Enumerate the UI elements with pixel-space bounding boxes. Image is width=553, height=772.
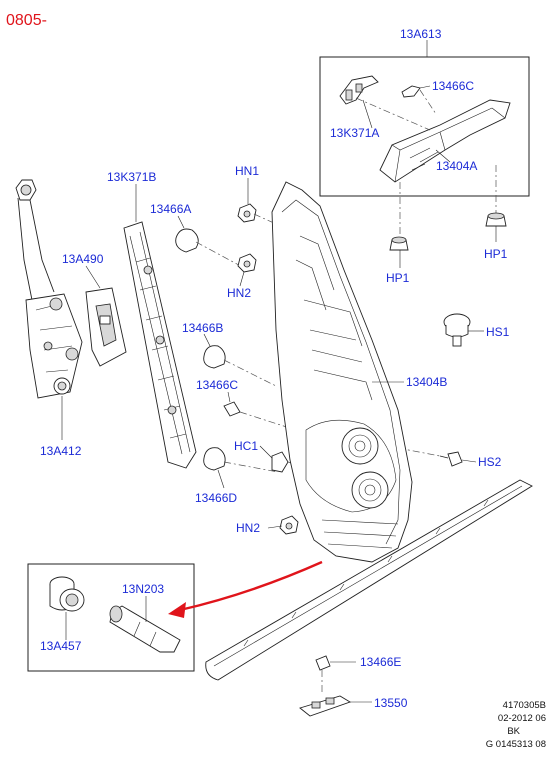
hs2-screw: [397, 447, 477, 467]
bulb-13466d: [203, 447, 279, 489]
hn2-nut-top: [237, 253, 257, 287]
label-hn1: HN1: [235, 164, 259, 178]
label-13a613: 13A613: [400, 27, 442, 41]
label-13466c-top: 13466C: [432, 79, 474, 93]
label-13466d: 13466D: [195, 491, 237, 505]
hs1-screw: [443, 313, 484, 347]
rear-lamp-13404b: [271, 181, 413, 563]
tail-lamp-socket-plate: [25, 293, 83, 399]
label-13466c-mid: 13466C: [196, 378, 238, 392]
bulb-13466a: [175, 215, 249, 271]
connector-inset-frame: [27, 563, 195, 672]
label-hn2-top: HN2: [227, 286, 251, 300]
hp1-grommet-right: [485, 212, 507, 242]
stop-lamp-bulb: [401, 85, 421, 98]
label-13n203: 13N203: [122, 582, 164, 596]
label-13a412: 13A412: [40, 444, 82, 458]
bulb-13466e: [315, 655, 356, 694]
label-hs1: HS1: [486, 325, 510, 339]
label-13466a: 13466A: [150, 202, 191, 216]
bulb-13466b: [203, 333, 277, 387]
label-13a457: 13A457: [40, 639, 82, 653]
label-13466b: 13466B: [182, 321, 223, 335]
inset-frame: [319, 56, 530, 197]
wiring-harness: [15, 179, 83, 440]
label-hn2-bottom: HN2: [236, 521, 260, 535]
gasket-13a490: [85, 265, 127, 367]
label-13466e: 13466E: [360, 655, 401, 669]
label-13k371a: 13K371A: [330, 126, 379, 140]
diagram-code: 0805-: [6, 12, 47, 29]
label-13404a: 13404A: [436, 159, 477, 173]
stop-lamp-inset: [319, 40, 530, 240]
trim-strip: [205, 479, 533, 681]
label-hs2: HS2: [478, 455, 502, 469]
label-hp1-right: HP1: [484, 247, 508, 261]
label-13k371b: 13K371B: [107, 170, 156, 184]
label-13a490: 13A490: [62, 252, 104, 266]
footer-line-2: 02-2012 06: [498, 713, 546, 724]
connector-inset: [27, 563, 195, 672]
label-13404b: 13404B: [406, 375, 447, 389]
hn1-nut: [237, 178, 277, 225]
bulb-carrier-13k371b: [123, 184, 197, 469]
label-hp1-left: HP1: [386, 271, 410, 285]
hn2-nut-bottom: [267, 515, 299, 535]
label-hc1: HC1: [234, 439, 258, 453]
hp1-grommet-left: [389, 236, 409, 268]
red-arrow: [168, 560, 323, 618]
footer-line-1: 4170305B: [503, 700, 546, 711]
label-13550: 13550: [374, 696, 408, 710]
footer-line-4: G 0145313 08: [486, 739, 546, 750]
licence-lamp-13550: [299, 695, 372, 717]
footer-line-3: BK: [507, 726, 520, 737]
